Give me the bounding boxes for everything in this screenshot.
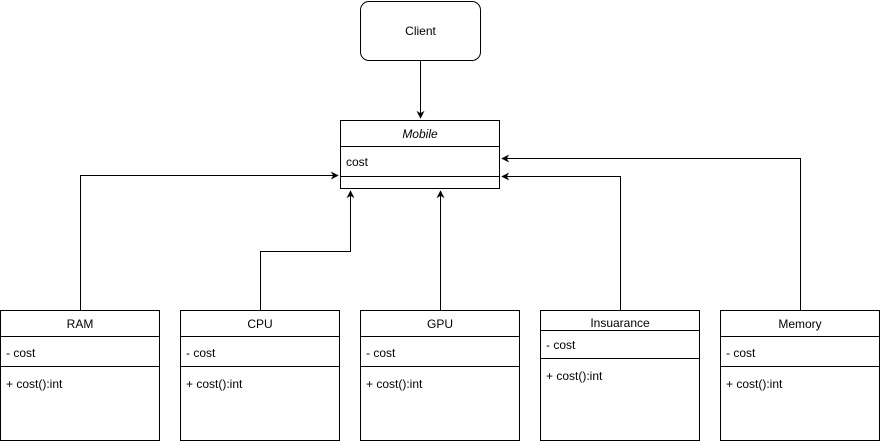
ram-class[interactable]: RAM - cost + cost():int (0, 310, 160, 441)
ram-to-mobile-arrow (80, 171, 339, 310)
memory-class-title: Memory (721, 311, 879, 337)
insuarance-class-attribute: - cost (541, 331, 699, 359)
gpu-class-method: + cost():int (366, 377, 423, 391)
memory-class[interactable]: Memory - cost + cost():int (720, 310, 880, 441)
memory-to-mobile-arrow (501, 154, 801, 310)
client-box[interactable]: Client (360, 1, 481, 61)
insuarance-class-method: + cost():int (546, 369, 603, 383)
cpu-class-attribute: - cost (181, 337, 339, 367)
mobile-class[interactable]: Mobile cost (340, 120, 500, 189)
cpu-class[interactable]: CPU - cost + cost():int (180, 310, 340, 441)
gpu-class[interactable]: GPU - cost + cost():int (360, 310, 520, 441)
memory-class-method: + cost():int (726, 377, 783, 391)
mobile-class-attribute: cost (341, 147, 499, 177)
ram-class-attribute: - cost (1, 337, 159, 367)
cpu-to-mobile-arrow (260, 190, 355, 310)
cpu-class-method: + cost():int (186, 377, 243, 391)
cpu-class-title: CPU (181, 311, 339, 337)
insuarance-class-title: Insuarance (541, 311, 699, 331)
insuarance-class[interactable]: Insuarance - cost + cost():int (540, 310, 700, 441)
mobile-class-title: Mobile (341, 121, 499, 147)
insurance-to-mobile-arrow (501, 172, 621, 310)
ram-class-method: + cost():int (6, 377, 63, 391)
gpu-class-title: GPU (361, 311, 519, 337)
memory-class-attribute: - cost (721, 337, 879, 367)
client-label: Client (405, 24, 436, 38)
gpu-class-attribute: - cost (361, 337, 519, 367)
ram-class-title: RAM (1, 311, 159, 337)
mobile-class-methods (341, 177, 499, 188)
